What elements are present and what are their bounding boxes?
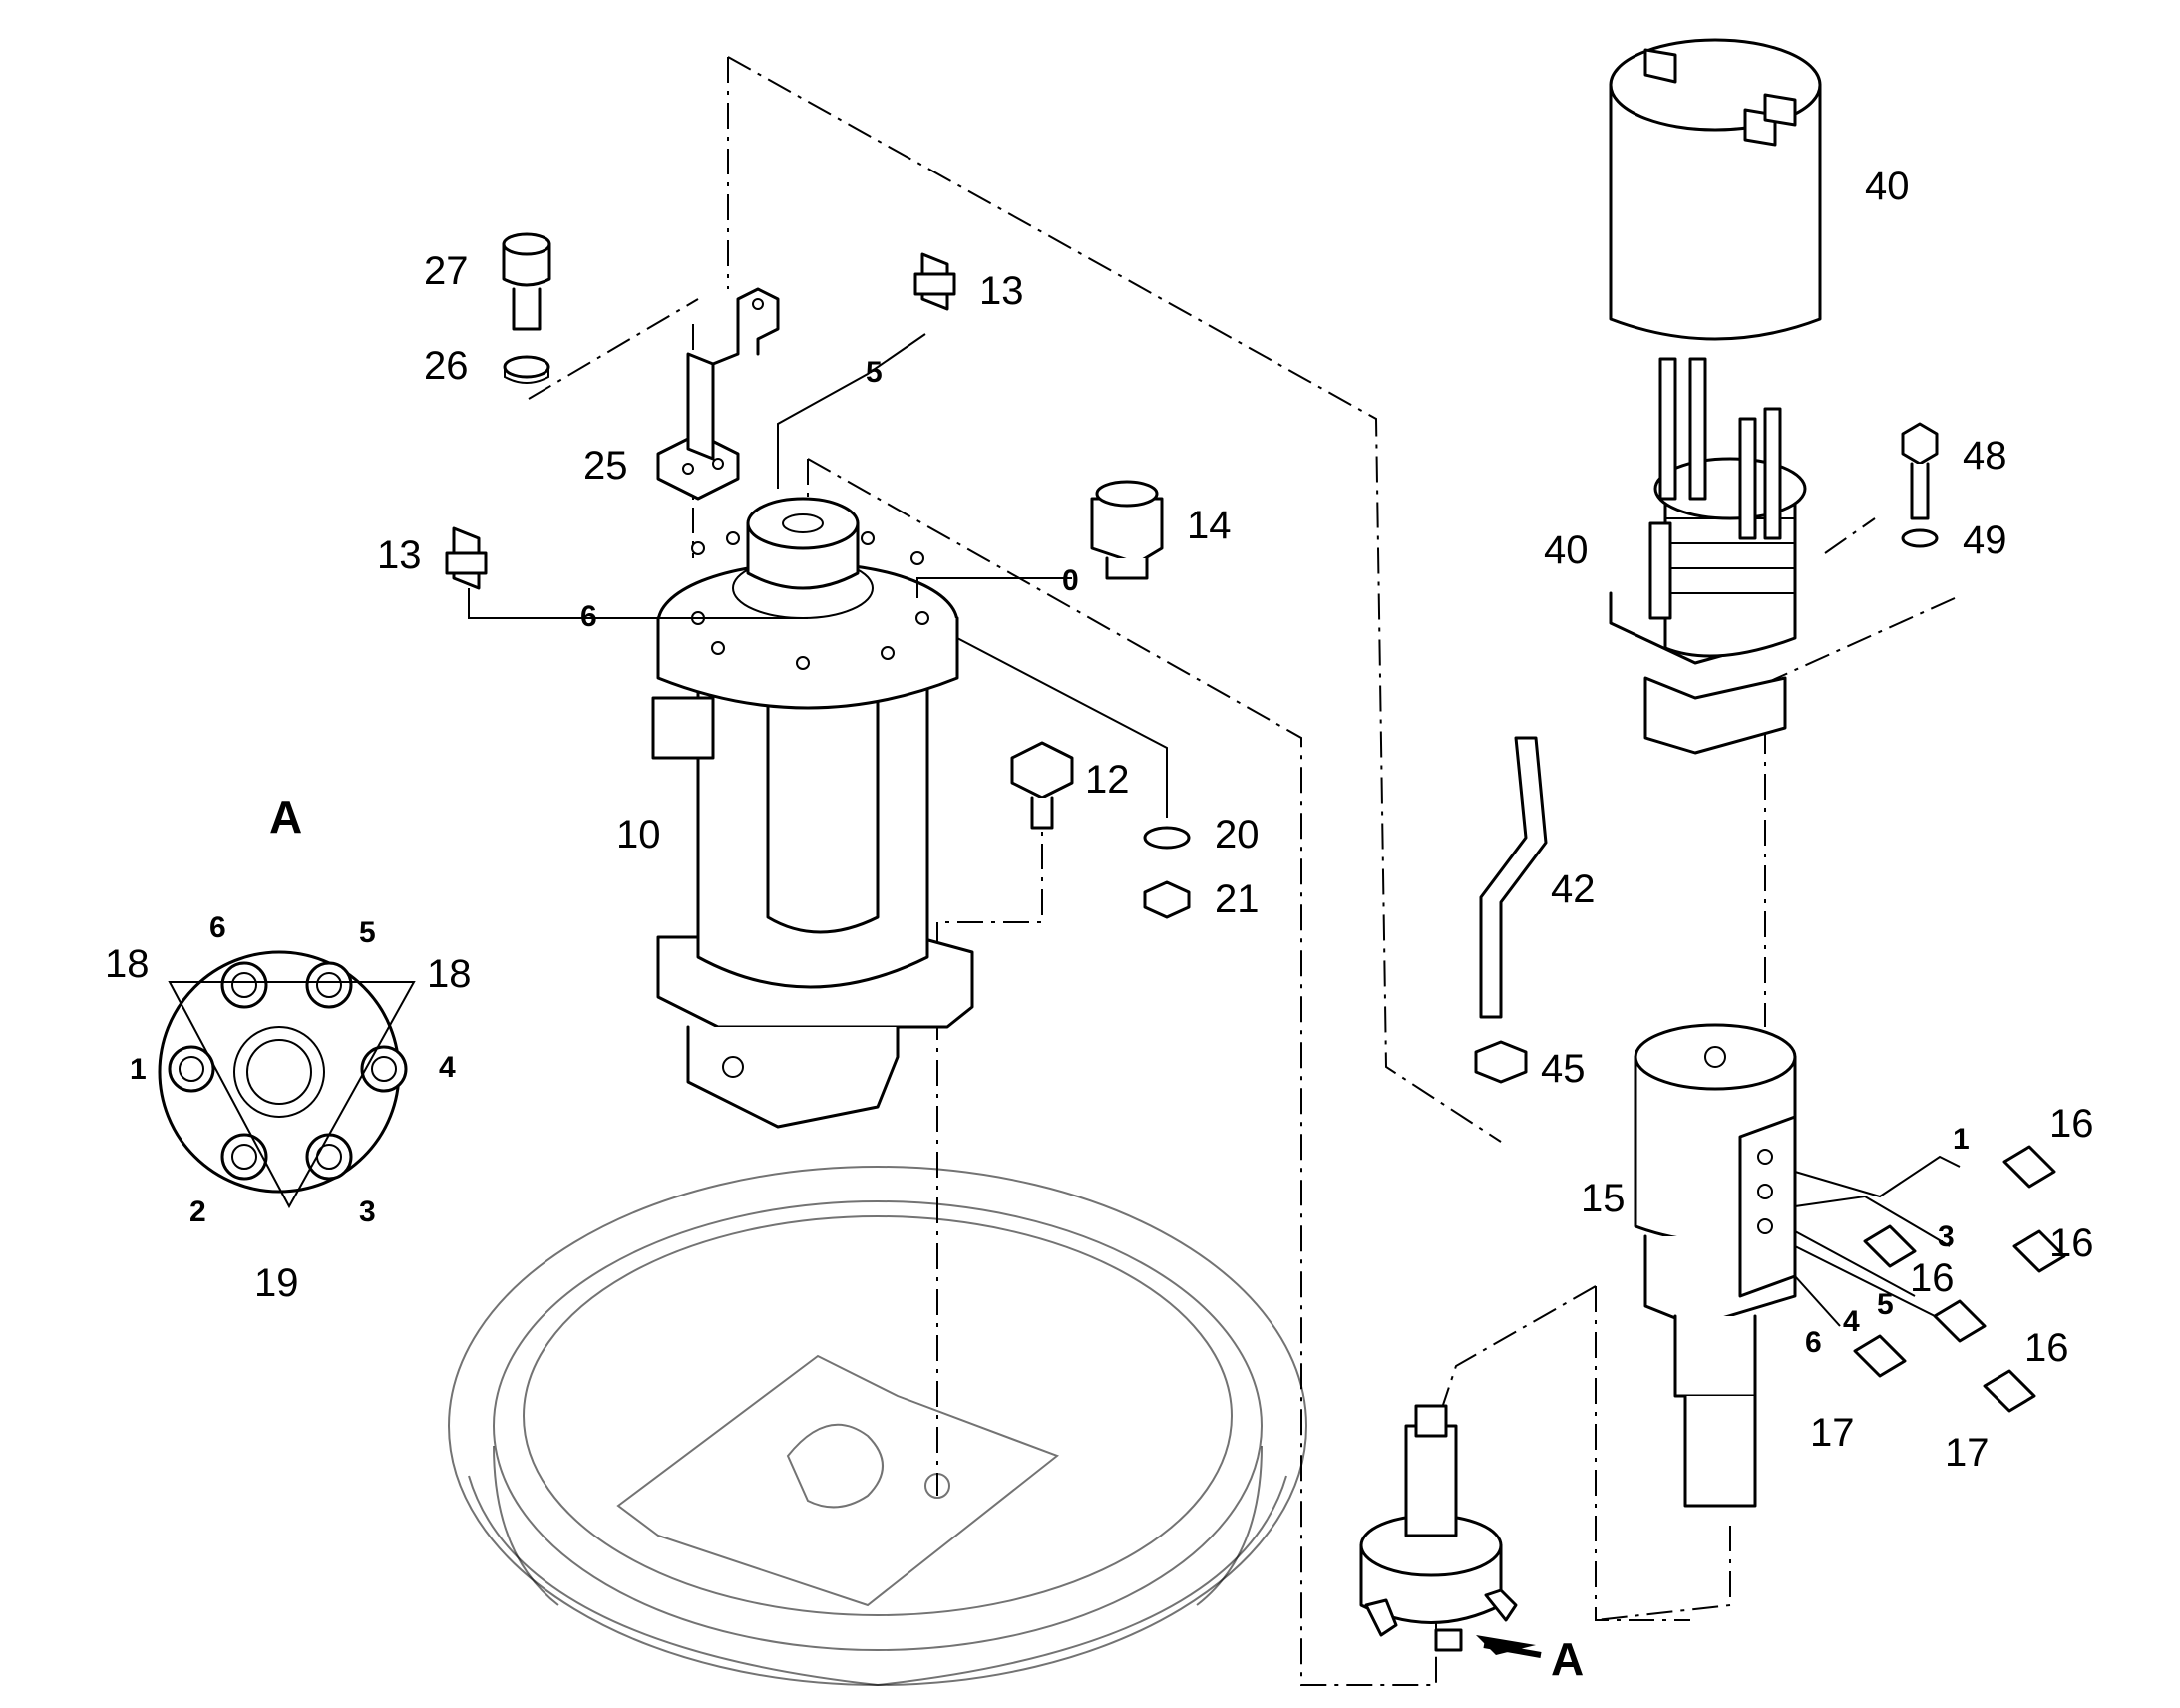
callout-16-a: 16 xyxy=(2049,1102,2094,1146)
fitting-14 xyxy=(1090,480,1164,580)
port-4-view-a: 4 xyxy=(439,1051,456,1084)
callout-40-cover: 40 xyxy=(1865,165,1910,208)
port-6-view-a: 6 xyxy=(209,911,226,944)
nut-21 xyxy=(1143,880,1191,919)
callout-18-left: 18 xyxy=(105,942,150,986)
cover-40 xyxy=(1609,38,1822,341)
fitting-13-left xyxy=(445,526,488,590)
callout-49: 49 xyxy=(1963,518,2007,562)
port-5-top: 5 xyxy=(866,356,883,389)
port-2-view-a: 2 xyxy=(189,1196,206,1228)
callout-13-left: 13 xyxy=(377,533,422,577)
mounting-bracket xyxy=(656,287,780,501)
slewing-ring-ghost xyxy=(448,1166,1307,1687)
washer-26 xyxy=(503,355,550,384)
leader-lines xyxy=(468,333,1961,1327)
port-4-right: 4 xyxy=(1843,1305,1860,1338)
callout-16-b: 16 xyxy=(2049,1221,2094,1265)
rod-42 xyxy=(1479,736,1548,1019)
view-a-title: A xyxy=(269,791,302,843)
callout-16-c: 16 xyxy=(1910,1256,1955,1300)
port-6-top: 6 xyxy=(580,600,597,633)
connector-view-a xyxy=(1359,1404,1518,1652)
callout-19: 19 xyxy=(254,1261,299,1305)
washer-20 xyxy=(1143,826,1191,850)
fitting-13-top xyxy=(913,252,956,311)
callouts: 27 26 25 13 13 14 10 12 20 21 40 40 48 4… xyxy=(105,165,2094,1475)
view-a-arrow-label: A xyxy=(1551,1633,1584,1685)
port-3-right: 3 xyxy=(1938,1220,1955,1253)
port-numbers: 0 5 6 1 3 5 4 6 6 5 1 4 2 3 xyxy=(130,356,1970,1359)
callout-14: 14 xyxy=(1187,504,1232,547)
distributor-15 xyxy=(1634,1023,1797,1508)
port-5-right: 5 xyxy=(1877,1288,1894,1321)
screw-27 xyxy=(502,232,551,331)
callout-10: 10 xyxy=(616,813,661,856)
callout-26: 26 xyxy=(424,344,469,388)
port-3-view-a: 3 xyxy=(359,1196,376,1228)
fittings-16-17 xyxy=(1853,1145,2066,1413)
callout-21: 21 xyxy=(1215,877,1260,921)
callout-15: 15 xyxy=(1581,1177,1626,1220)
callout-45: 45 xyxy=(1541,1047,1586,1091)
callout-42: 42 xyxy=(1551,867,1596,911)
rotary-joint-housing xyxy=(651,497,974,1129)
callout-16-d: 16 xyxy=(2024,1326,2069,1370)
port-1-view-a: 1 xyxy=(130,1053,147,1086)
callout-13-top: 13 xyxy=(979,269,1024,313)
callout-40-assembly: 40 xyxy=(1544,528,1589,572)
callout-48: 48 xyxy=(1963,434,2007,478)
callout-20: 20 xyxy=(1215,813,1260,856)
port-0: 0 xyxy=(1062,564,1079,597)
bolt-48 xyxy=(1901,422,1939,520)
assembly-centerlines xyxy=(528,56,1956,1686)
callout-25: 25 xyxy=(583,444,628,488)
bolt-12 xyxy=(1010,741,1074,830)
port-1-right: 1 xyxy=(1953,1123,1970,1156)
port-6-right: 6 xyxy=(1805,1326,1822,1359)
view-a-ports xyxy=(168,961,408,1181)
washer-49 xyxy=(1901,528,1939,548)
slip-ring-assembly-40 xyxy=(1609,357,1807,755)
nut-45 xyxy=(1474,1040,1528,1084)
callout-17-a: 17 xyxy=(1810,1411,1855,1455)
callout-12: 12 xyxy=(1085,758,1130,802)
view-a-detail xyxy=(158,950,416,1209)
port-5-view-a: 5 xyxy=(359,916,376,949)
arrow-icon xyxy=(1476,1635,1542,1658)
callout-18-right: 18 xyxy=(427,952,472,996)
callout-17-b: 17 xyxy=(1945,1431,1990,1475)
callout-27: 27 xyxy=(424,249,469,293)
